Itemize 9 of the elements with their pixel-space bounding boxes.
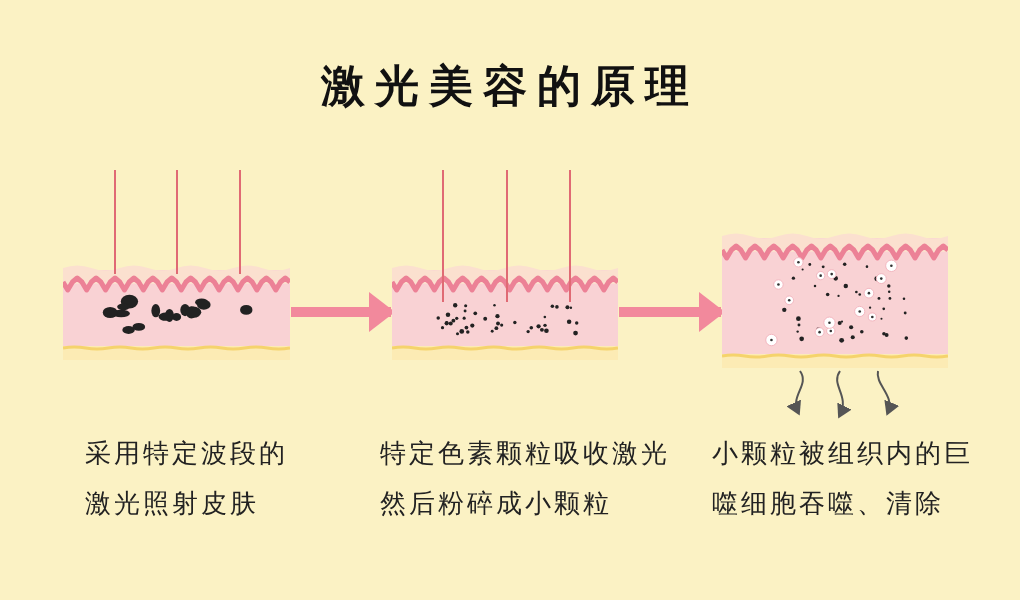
title: 激光美容的原理 — [320, 59, 700, 113]
caption-text: 小颗粒被组织内的巨噬细胞吞噬、清除 — [712, 437, 974, 520]
skin-section-drawing — [63, 170, 290, 362]
arrow — [787, 370, 804, 416]
skin-section-drawing — [392, 170, 618, 362]
arrow — [876, 370, 899, 416]
caption-text: 特定色素颗粒吸收激光然后粉碎成小颗粒 — [380, 437, 671, 520]
caption-text: 采用特定波段的激光照射皮肤 — [85, 437, 289, 520]
arrow — [836, 370, 852, 419]
